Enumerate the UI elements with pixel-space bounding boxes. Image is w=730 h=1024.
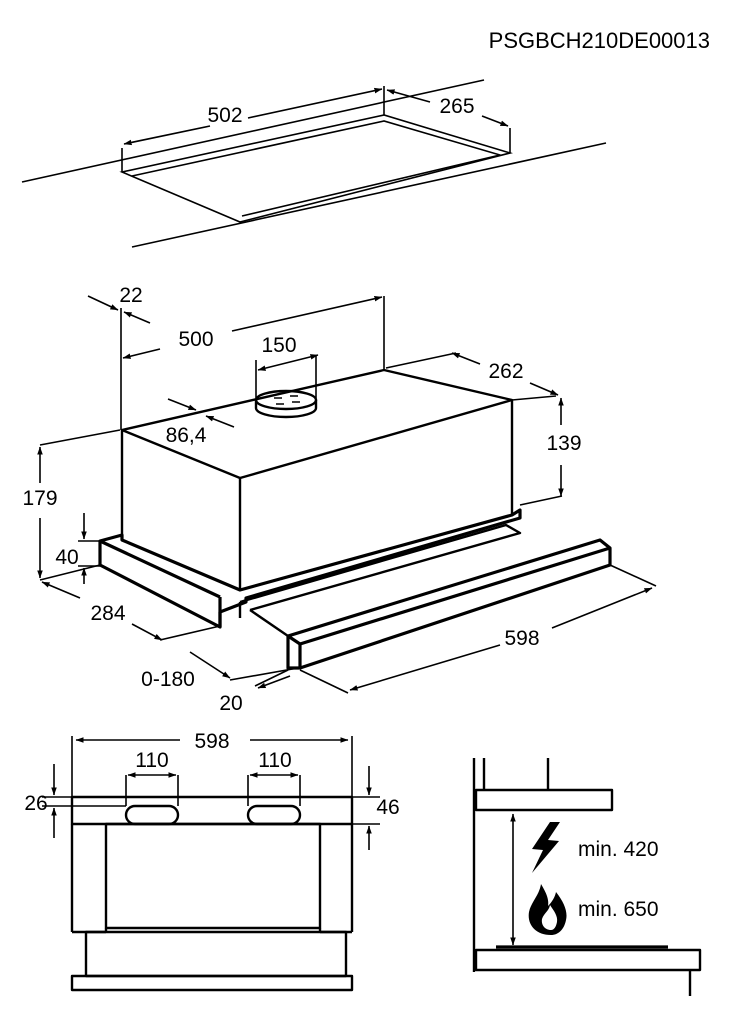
hood-isometric-view	[37, 295, 657, 694]
hood-section	[474, 788, 614, 812]
hob-section	[474, 948, 702, 972]
front-depth-label: 284	[90, 602, 125, 625]
top-offset-label: 22	[119, 284, 142, 307]
total-height-label: 179	[22, 487, 57, 510]
front-width-label: 598	[194, 730, 229, 753]
right-slot	[246, 804, 302, 826]
duct-diameter-label: 150	[261, 334, 296, 357]
cutout-depth-label: 265	[439, 95, 474, 118]
slot-height-label: 46	[376, 796, 399, 819]
body-width-label: 500	[178, 328, 213, 351]
duct-collar	[254, 389, 318, 411]
total-width-label: 598	[504, 627, 539, 650]
duct-offset-label: 86,4	[166, 424, 207, 447]
electric-clearance-label: min. 420	[578, 838, 659, 861]
body-depth-label: 262	[488, 360, 523, 383]
clearance-view	[472, 758, 702, 996]
lightning-bolt-icon	[532, 822, 560, 873]
body-height-label: 139	[546, 432, 581, 455]
slot-offset-label: 26	[24, 792, 47, 815]
slot-right-width-label: 110	[258, 749, 291, 772]
slot-left-width-label: 110	[135, 749, 168, 772]
gas-clearance-label: min. 650	[578, 898, 659, 921]
cutout-view	[21, 79, 607, 248]
front-height-label: 40	[55, 546, 78, 569]
extension-range-label: 0-180	[141, 668, 195, 691]
cutout-width-label: 502	[207, 104, 242, 127]
flame-icon	[528, 884, 567, 935]
document-code: PSGBCH210DE00013	[489, 28, 710, 53]
front-view	[42, 736, 380, 992]
left-slot	[124, 804, 180, 826]
visor-thickness-label: 20	[219, 692, 242, 715]
